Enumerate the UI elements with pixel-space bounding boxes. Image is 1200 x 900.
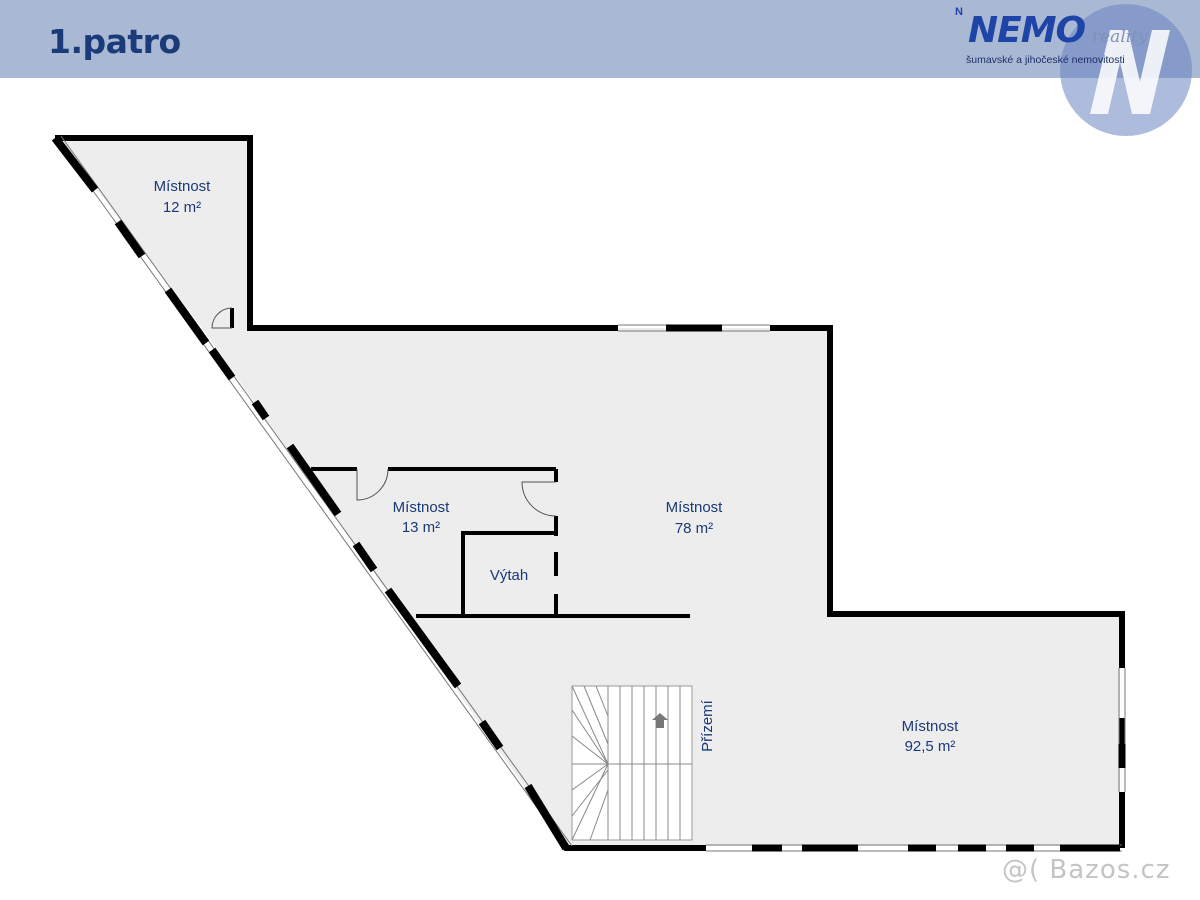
logo-subname: reality: [1092, 27, 1148, 47]
floor-title: 1.patro: [48, 22, 181, 61]
room-92-name: Místnost: [902, 718, 960, 735]
nemo-n-circle-logo: [1060, 4, 1192, 136]
logo-tagline: šumavské a jihočeské nemovitosti: [966, 54, 1125, 66]
room-12-area: 12 m²: [163, 199, 201, 216]
logo-mark: N: [955, 6, 963, 18]
logo-name: NEMO: [968, 10, 1086, 51]
stairs-label: Přízemí: [699, 699, 716, 752]
staircase: [571, 685, 693, 841]
header-bar: 1.patro N NEMO reality šumavské a jihoče…: [0, 0, 1200, 136]
room-12-floor: [58, 138, 250, 328]
room-78-area: 78 m²: [675, 520, 713, 537]
room-13-area: 13 m²: [402, 519, 440, 536]
interior-walls: [230, 308, 690, 618]
arrow-down-icon: [652, 713, 668, 728]
room-13-name: Místnost: [393, 499, 451, 516]
doors: [211, 307, 557, 517]
elevator-label: Výtah: [490, 567, 528, 584]
room-12-name: Místnost: [154, 178, 212, 195]
main-floor: [202, 328, 1120, 846]
wall-piers: [666, 324, 1126, 852]
room-78-name: Místnost: [666, 499, 724, 516]
bazos-watermark: @( Bazos.cz: [1002, 855, 1171, 885]
diagonal-wall-segments: [51, 135, 570, 851]
room-92-area: 92,5 m²: [905, 738, 956, 755]
